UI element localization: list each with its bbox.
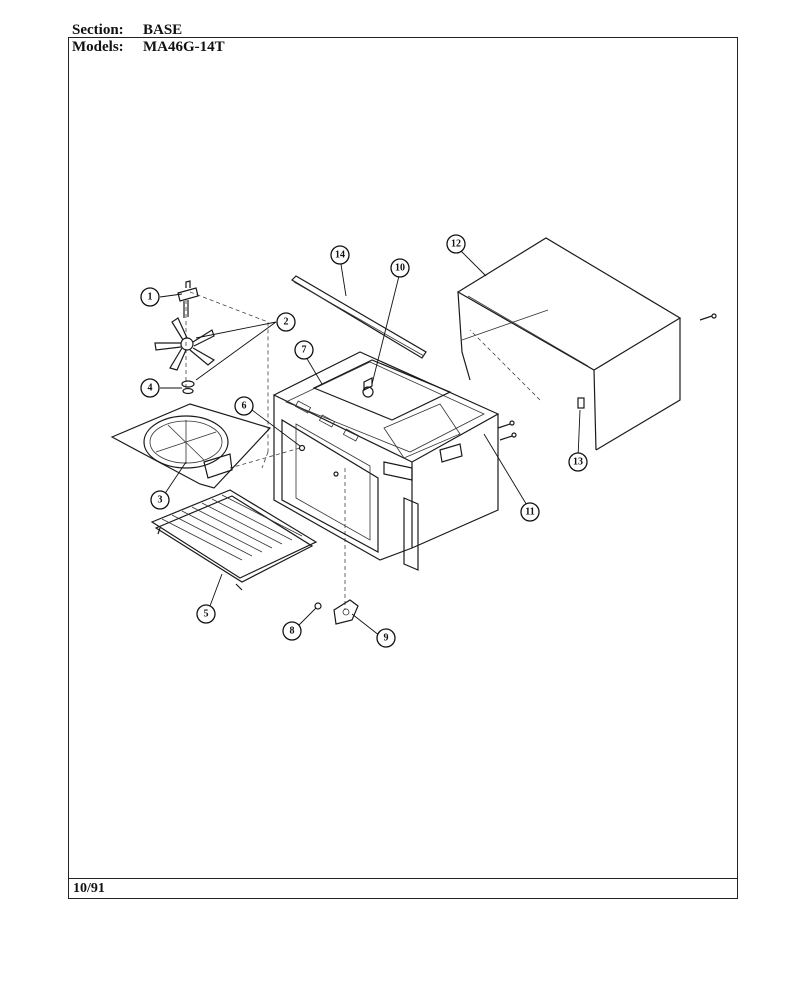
callout-2: 2 bbox=[276, 312, 296, 332]
svg-text:13: 13 bbox=[573, 457, 583, 468]
svg-text:7: 7 bbox=[302, 345, 307, 356]
revision-date: 10/91 bbox=[73, 881, 105, 896]
svg-text:14: 14 bbox=[335, 250, 345, 261]
callout-4: 4 bbox=[140, 378, 160, 398]
oven-cavity-part bbox=[272, 351, 500, 571]
callout-11: 11 bbox=[520, 502, 540, 522]
top-trim-strip bbox=[291, 275, 427, 359]
svg-text:10: 10 bbox=[395, 263, 405, 274]
bracket-part bbox=[314, 599, 359, 625]
svg-text:3: 3 bbox=[158, 495, 163, 506]
callout-6: 6 bbox=[234, 396, 254, 416]
outer-cabinet-part bbox=[456, 237, 682, 451]
callout-10: 10 bbox=[390, 258, 410, 278]
screw-parts bbox=[298, 313, 717, 477]
callout-1: 1 bbox=[140, 287, 160, 307]
svg-text:5: 5 bbox=[204, 609, 209, 620]
callout-13: 13 bbox=[568, 452, 588, 472]
svg-text:12: 12 bbox=[451, 239, 461, 250]
fan-hub-part bbox=[177, 280, 199, 318]
svg-text:11: 11 bbox=[525, 507, 534, 518]
svg-text:8: 8 bbox=[290, 626, 295, 637]
svg-text:6: 6 bbox=[242, 401, 247, 412]
svg-text:9: 9 bbox=[384, 633, 389, 644]
section-label: Section: bbox=[72, 22, 124, 38]
svg-text:2: 2 bbox=[284, 317, 289, 328]
callout-12: 12 bbox=[446, 234, 466, 254]
svg-text:4: 4 bbox=[148, 383, 153, 394]
fan-baffle-plate bbox=[110, 403, 272, 489]
footer-divider bbox=[68, 878, 738, 879]
callout-8: 8 bbox=[282, 621, 302, 641]
svg-text:1: 1 bbox=[148, 292, 153, 303]
callout-3: 3 bbox=[150, 490, 170, 510]
assembly-guide-lines bbox=[185, 291, 541, 610]
section-value: BASE bbox=[143, 22, 183, 38]
drawing-frame bbox=[68, 37, 738, 899]
callout-7: 7 bbox=[294, 340, 314, 360]
models-label: Models: bbox=[72, 39, 124, 55]
washer-part bbox=[181, 380, 195, 395]
callout-14: 14 bbox=[330, 245, 350, 265]
oven-rack-part bbox=[150, 489, 318, 591]
callout-9: 9 bbox=[376, 628, 396, 648]
fan-blade-part bbox=[154, 317, 216, 371]
models-value: MA46G-14T bbox=[143, 39, 225, 55]
clip-part bbox=[577, 397, 585, 409]
callout-5: 5 bbox=[196, 604, 216, 624]
